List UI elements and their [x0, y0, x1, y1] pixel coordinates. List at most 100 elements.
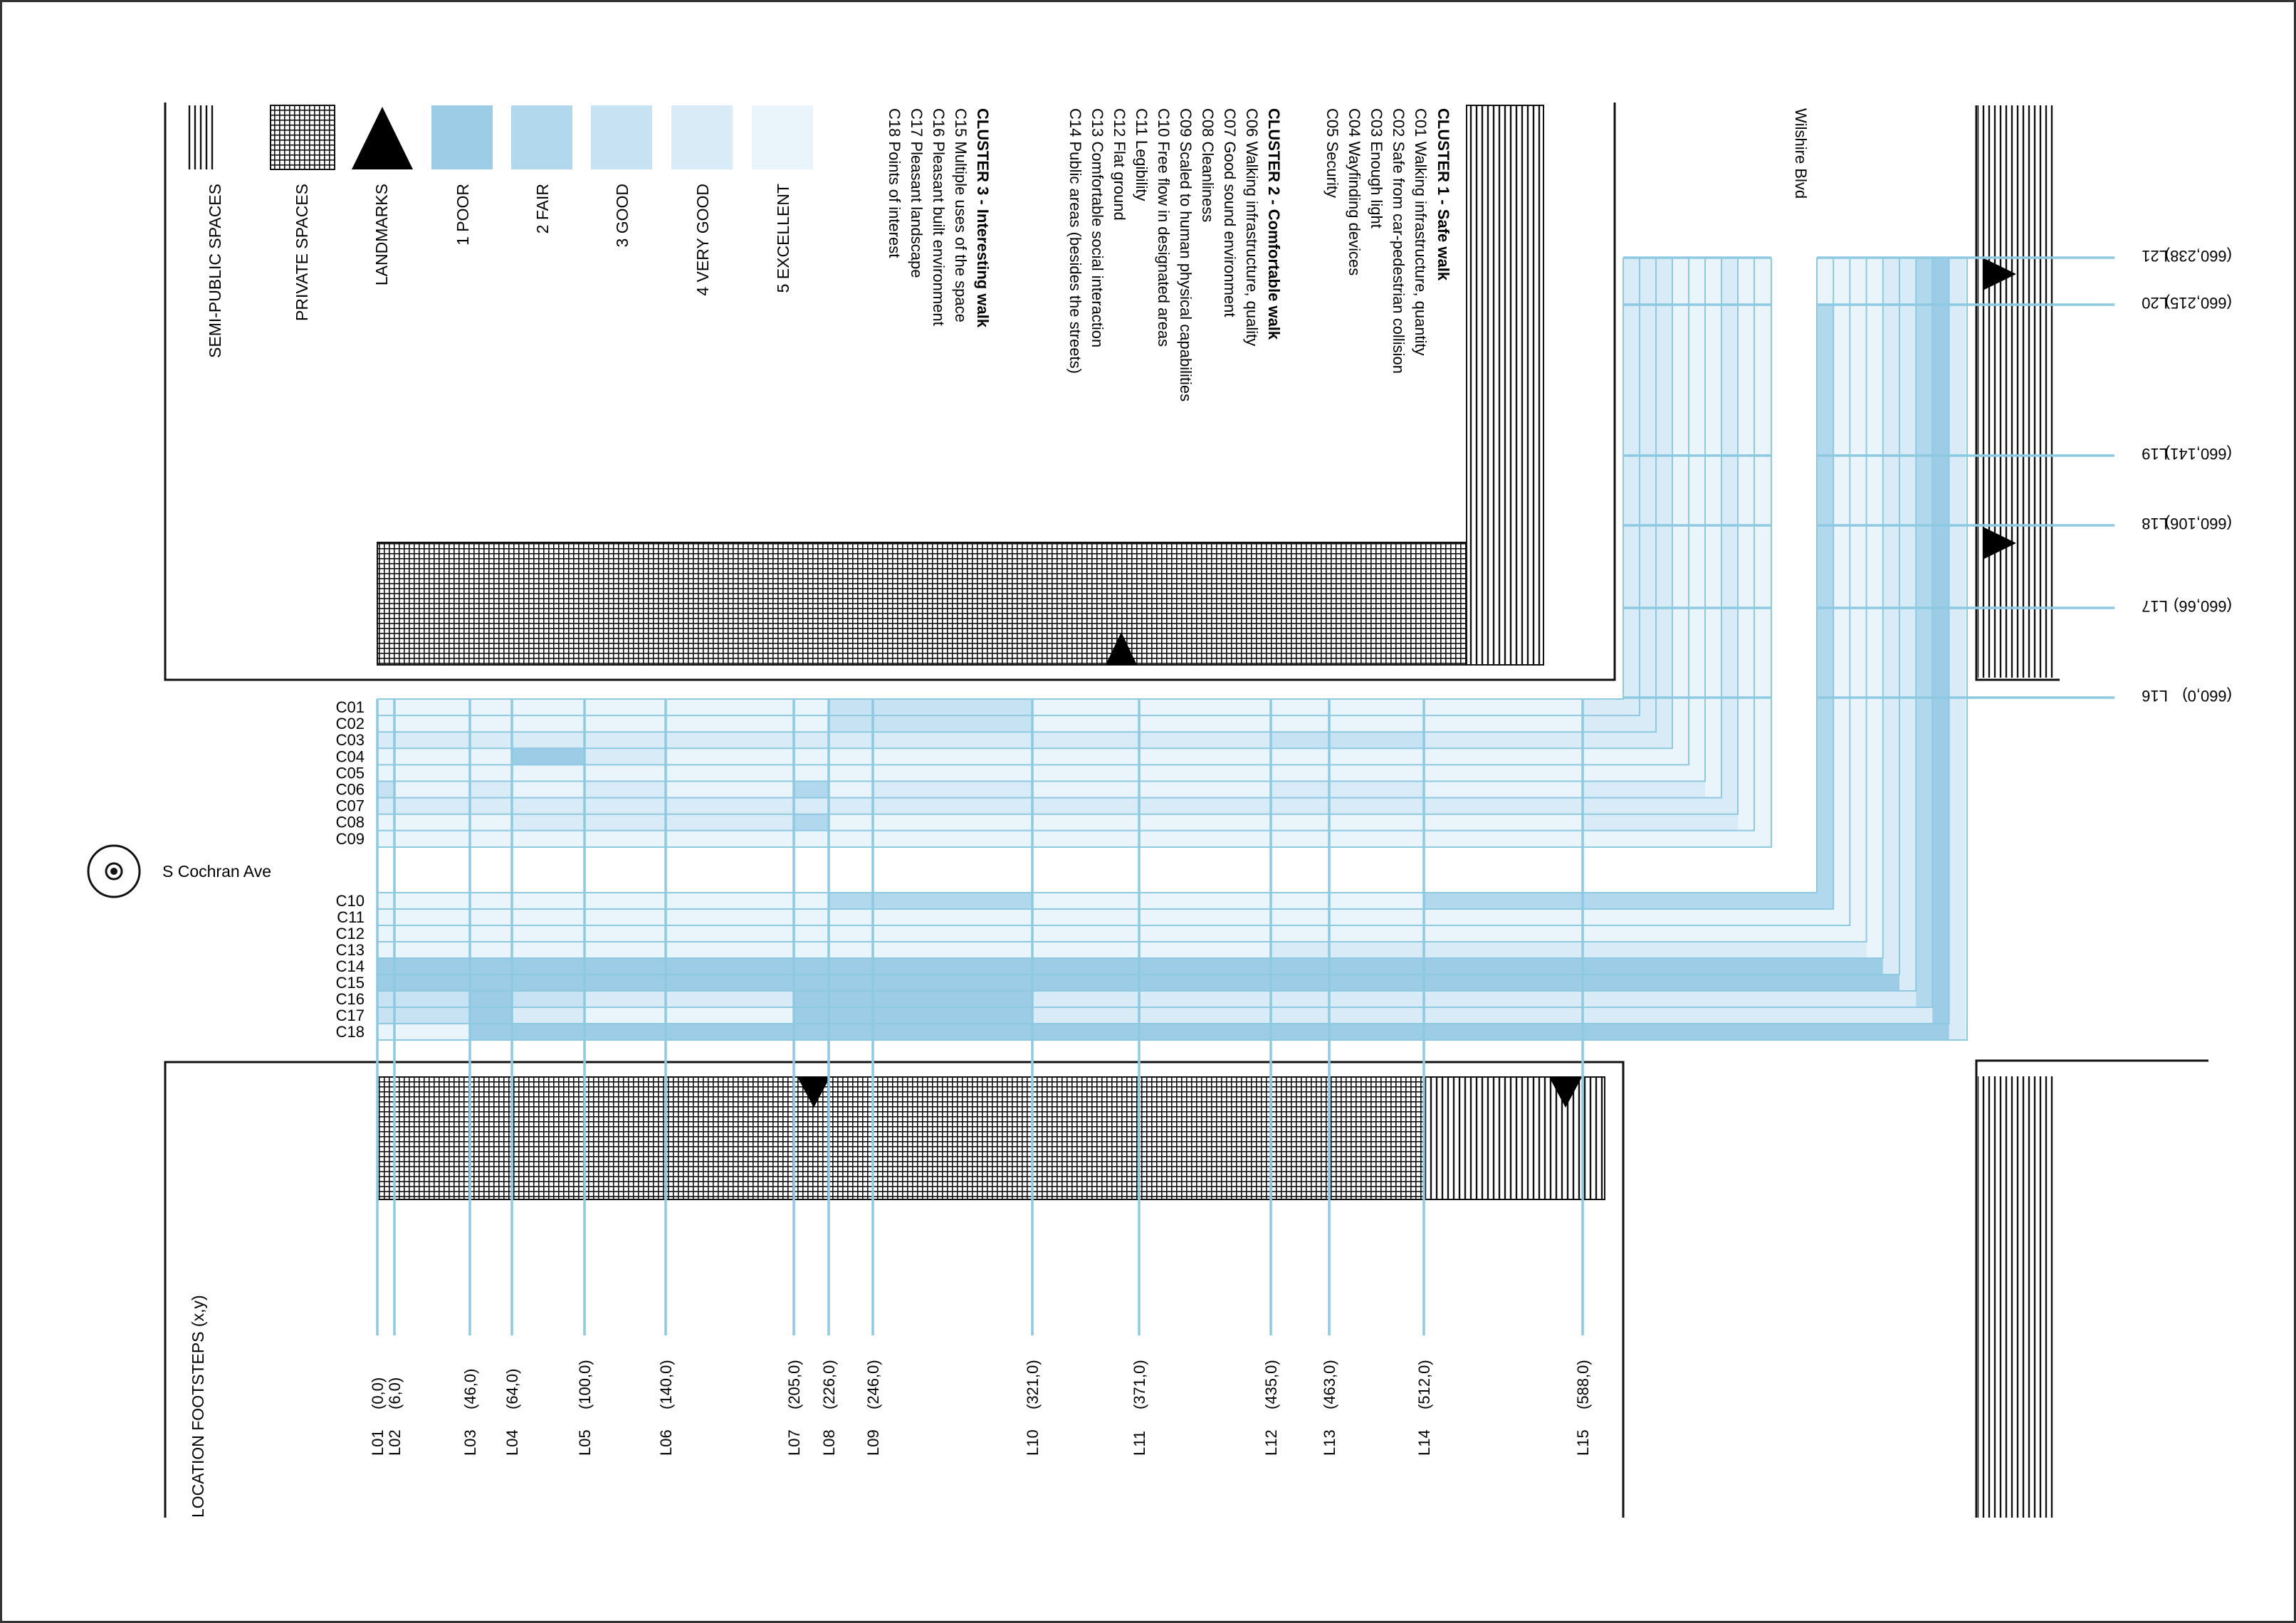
- rating-cell: [829, 991, 874, 1008]
- rating-cell: [1932, 258, 1949, 305]
- x-location-labels: L01(0,0)L02(6,0)L03(46,0)L04(64,0)L05(10…: [369, 1360, 1592, 1456]
- rating-cell: [470, 1007, 513, 1024]
- rating-cell: [1866, 456, 1884, 526]
- location-id: L13: [1321, 1429, 1338, 1456]
- rating-cell: [1329, 765, 1425, 782]
- rating-cell: [1672, 258, 1689, 305]
- location-coord: (512,0): [1415, 1360, 1433, 1409]
- rating-cell: [1271, 909, 1330, 926]
- rating-cell: [1424, 958, 1583, 975]
- rating-cell: [1817, 258, 1834, 305]
- rating-cell: [585, 781, 666, 799]
- rating-cell: [1754, 305, 1771, 456]
- rating-cell: [873, 975, 1033, 992]
- rating-cell: [1271, 958, 1330, 975]
- rating-cell: [1949, 456, 1966, 526]
- rating-cell: [1271, 748, 1330, 765]
- rating-cell: [1866, 525, 1884, 609]
- rating-cell: [1329, 991, 1425, 1008]
- corner-cell: [1583, 732, 1673, 749]
- rating-cell: [829, 975, 874, 992]
- rating-cell: [794, 781, 829, 799]
- rating-cell: [1866, 608, 1884, 698]
- rating-cell: [1850, 608, 1867, 698]
- rating-cell: [1916, 305, 1933, 456]
- rating-cell: [377, 925, 395, 942]
- location-id: L15: [1574, 1429, 1592, 1456]
- street-label-cochran: S Cochran Ave: [162, 862, 271, 881]
- landmark-icon: [1983, 258, 2016, 290]
- row-label: C14: [336, 957, 365, 975]
- rating-cell: [512, 715, 585, 732]
- rating-cell: [666, 1007, 795, 1024]
- rating-cell: [1424, 1007, 1583, 1024]
- rating-cell: [512, 814, 585, 831]
- rating-cell: [1705, 525, 1722, 609]
- rating-cell: [829, 1024, 874, 1041]
- location-coord: (64,0): [503, 1369, 521, 1409]
- rating-cell: [1623, 305, 1640, 456]
- rating-cell: [873, 732, 1033, 749]
- rating-cell: [1139, 1024, 1272, 1041]
- city-blocks: [164, 103, 2208, 1518]
- rating-cell: [394, 975, 471, 992]
- location-id: L20: [2142, 294, 2168, 312]
- rating-cell: [1916, 456, 1933, 526]
- rating-cell: [1689, 456, 1706, 526]
- rating-cell: [1139, 909, 1272, 926]
- north-semi-public-area: [1466, 105, 1544, 666]
- criteria-item: C09 Scaled to human physical capabilitie…: [1177, 108, 1195, 401]
- rating-cell: [1623, 258, 1640, 305]
- rating-cell: [1032, 699, 1140, 716]
- rating-cell: [585, 1007, 666, 1024]
- rating-cell: [1424, 925, 1583, 942]
- rating-cell: [873, 925, 1033, 942]
- criteria-item: C05 Security: [1323, 108, 1341, 198]
- rating-cell: [1932, 608, 1949, 698]
- rating-cell: [794, 942, 829, 959]
- rating-cell: [377, 1007, 395, 1024]
- rating-cell: [1139, 925, 1272, 942]
- rating-cell: [1271, 893, 1330, 910]
- rating-cell: [512, 925, 585, 942]
- rating-cell: [1032, 909, 1140, 926]
- legend-label-semi-public: SEMI-PUBLIC SPACES: [206, 184, 224, 358]
- rating-cell: [1271, 1024, 1330, 1041]
- location-coord: (246,0): [864, 1360, 882, 1409]
- rating-cell: [794, 925, 829, 942]
- rating-cell: [470, 814, 513, 831]
- rating-cell: [794, 814, 829, 831]
- legend-swatch-private: [270, 105, 335, 170]
- rating-cell: [1817, 608, 1834, 698]
- rating-cell: [585, 699, 666, 716]
- rating-cell: [1271, 830, 1330, 848]
- rating-cell: [1656, 305, 1673, 456]
- landmarks: [797, 258, 2016, 1108]
- rating-cell: [512, 781, 585, 799]
- rating-cell: [1424, 991, 1583, 1008]
- location-coord: (435,0): [1262, 1360, 1280, 1409]
- rating-cell: [1424, 909, 1583, 926]
- rating-cell: [585, 893, 666, 910]
- rating-cell: [1139, 942, 1272, 959]
- corner-cell: [1583, 1007, 1949, 1024]
- rating-cell: [1833, 456, 1850, 526]
- rating-cell: [394, 797, 471, 815]
- north-block-outline: [164, 103, 1616, 681]
- rating-cell: [1932, 456, 1949, 526]
- corner-cell: [1833, 698, 1850, 926]
- rating-cell: [873, 958, 1033, 975]
- criteria-row-labels: C01C02C03C04C05C06C07C08C09C10C11C12C13C…: [336, 698, 365, 1041]
- rating-cell: [1623, 608, 1640, 698]
- rating-cell: [394, 830, 471, 848]
- location-id: L01: [369, 1429, 387, 1456]
- rating-cell: [512, 765, 585, 782]
- rating-cell: [470, 797, 513, 815]
- corner-cell: [1583, 781, 1722, 799]
- row-label: C15: [336, 974, 365, 992]
- rating-cell: [794, 797, 829, 815]
- rating-cell: [1329, 797, 1425, 815]
- rating-cell: [585, 991, 666, 1008]
- legend-label-rating: 4 VERY GOOD: [693, 184, 712, 296]
